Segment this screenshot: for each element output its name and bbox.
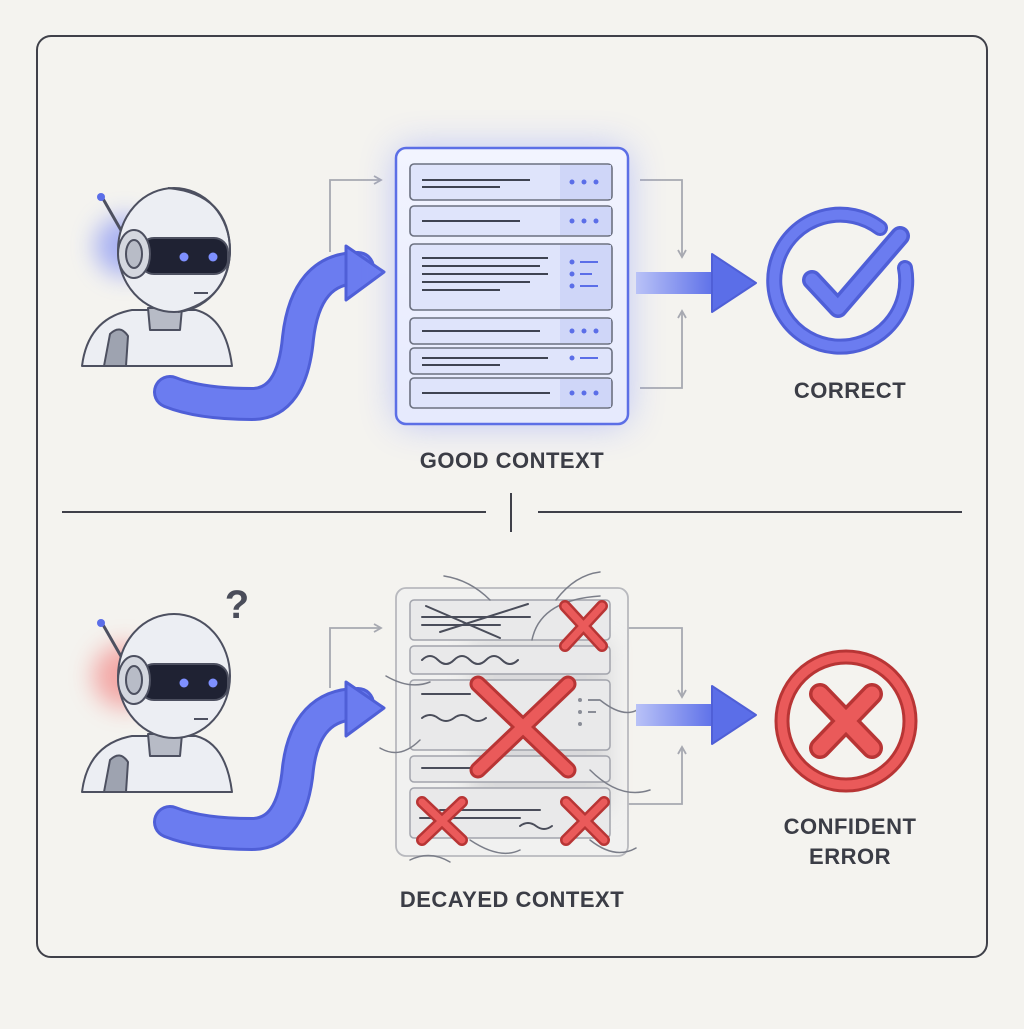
context-row bbox=[409, 317, 613, 345]
outer-frame bbox=[36, 35, 988, 958]
thin-connector-bottom-in bbox=[329, 623, 383, 688]
thin-connector-top-in bbox=[329, 175, 383, 252]
robot-icon-top bbox=[81, 187, 233, 367]
error-x-mark-small bbox=[560, 796, 610, 846]
context-row bbox=[409, 205, 613, 237]
confident-error-line1: CONFIDENT bbox=[783, 814, 917, 839]
x-circle-icon bbox=[774, 649, 918, 793]
good-context-rows bbox=[409, 163, 613, 409]
context-row bbox=[409, 347, 613, 375]
context-row bbox=[409, 163, 613, 201]
confident-error-label: CONFIDENT ERROR bbox=[730, 812, 970, 872]
thin-connector-top-out2 bbox=[640, 309, 687, 389]
thin-connector-bottom-out1 bbox=[622, 627, 687, 699]
confident-error-line2: ERROR bbox=[809, 844, 891, 869]
thin-connector-bottom-out2 bbox=[622, 745, 687, 805]
decayed-stray-lines bbox=[379, 571, 651, 863]
flow-arrow-straight-top bbox=[636, 253, 757, 313]
context-row bbox=[409, 377, 613, 409]
checkmark-circle-icon bbox=[766, 206, 915, 355]
flow-arrow-straight-bottom bbox=[636, 685, 757, 745]
thin-connector-top-out1 bbox=[640, 179, 687, 259]
robot-icon-bottom bbox=[81, 613, 233, 793]
decayed-context-label: DECAYED CONTEXT bbox=[399, 887, 625, 912]
correct-label: CORRECT bbox=[793, 378, 907, 403]
decayed-row-dots bbox=[578, 698, 600, 726]
question-mark: ? bbox=[224, 583, 250, 627]
panel-divider bbox=[62, 493, 962, 532]
good-context-label: GOOD CONTEXT bbox=[419, 448, 605, 473]
error-x-mark-small bbox=[416, 796, 468, 846]
decayed-scribbles bbox=[419, 603, 553, 830]
error-x-mark-large bbox=[469, 675, 577, 779]
error-x-mark-small bbox=[559, 600, 608, 652]
context-row bbox=[409, 243, 613, 311]
